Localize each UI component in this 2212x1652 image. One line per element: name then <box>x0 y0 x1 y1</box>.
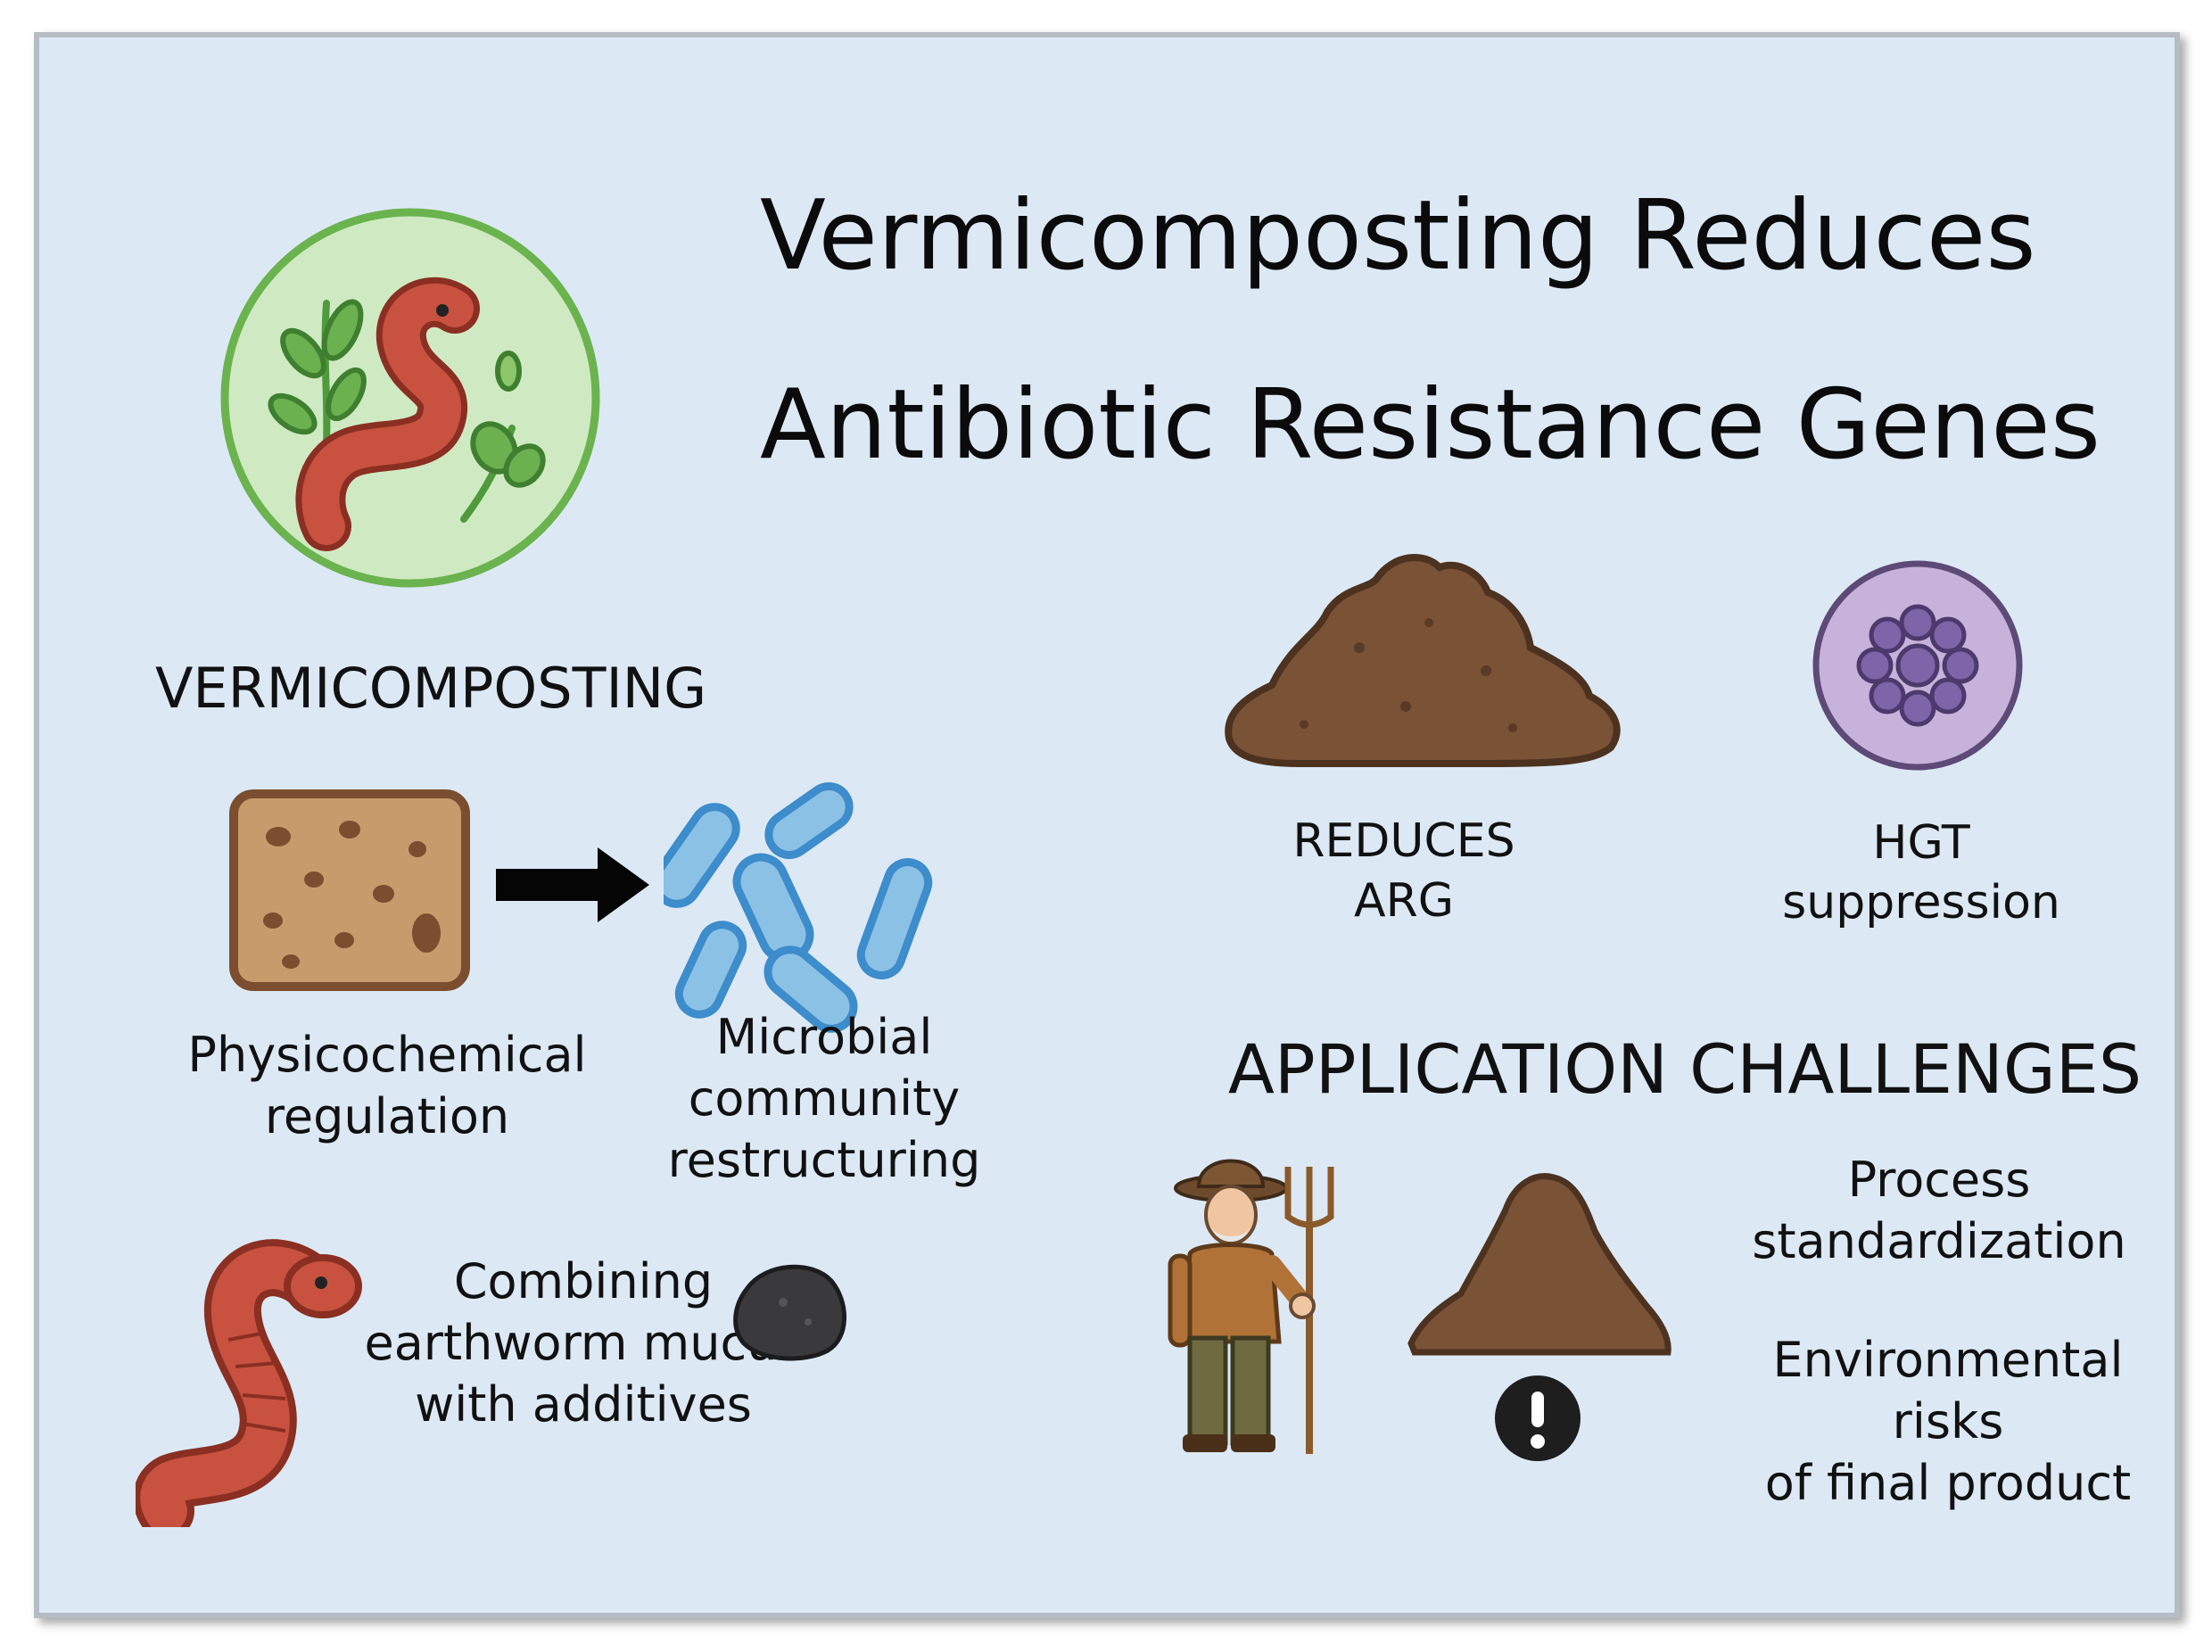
farmer-icon <box>1168 1159 1334 1454</box>
earthworm-icon <box>136 1239 362 1527</box>
hgt-suppression-label: HGT suppression <box>1782 816 2060 929</box>
warning-icon <box>1495 1375 1581 1461</box>
application-challenges-heading: APPLICATION CHALLENGES <box>1227 1029 2142 1109</box>
microbial-label: Microbial community restructuring <box>667 1009 981 1189</box>
small-compost-pile-icon <box>1407 1173 1671 1356</box>
bacteria-icon <box>664 782 933 1033</box>
reduces-arg-label: REDUCES ARG <box>1292 814 1515 928</box>
title-line-1: Vermicomposting Reduces <box>760 180 2036 292</box>
soil-block-icon <box>229 789 470 991</box>
vermicomposting-heading: VERMICOMPOSTING <box>155 656 707 721</box>
physicochemical-label: Physicochemical regulation <box>187 1027 587 1145</box>
arrow-right-icon <box>496 847 649 922</box>
process-standardization-label: Process standardization <box>1752 1152 2126 1270</box>
cell-cluster-icon <box>1812 560 2023 771</box>
compost-pile-icon <box>1225 553 1621 767</box>
diagram-frame: Vermicomposting Reduces Antibiotic Resis… <box>34 32 2180 1618</box>
combining-label: Combining earthworm mucus with additives <box>364 1253 803 1433</box>
earthworm-badge-icon <box>220 208 600 588</box>
title-line-2: Antibiotic Resistance Genes <box>760 369 2101 481</box>
environmental-risks-label: Environmental risks of final product <box>1764 1332 2132 1512</box>
biochar-icon <box>733 1264 846 1361</box>
